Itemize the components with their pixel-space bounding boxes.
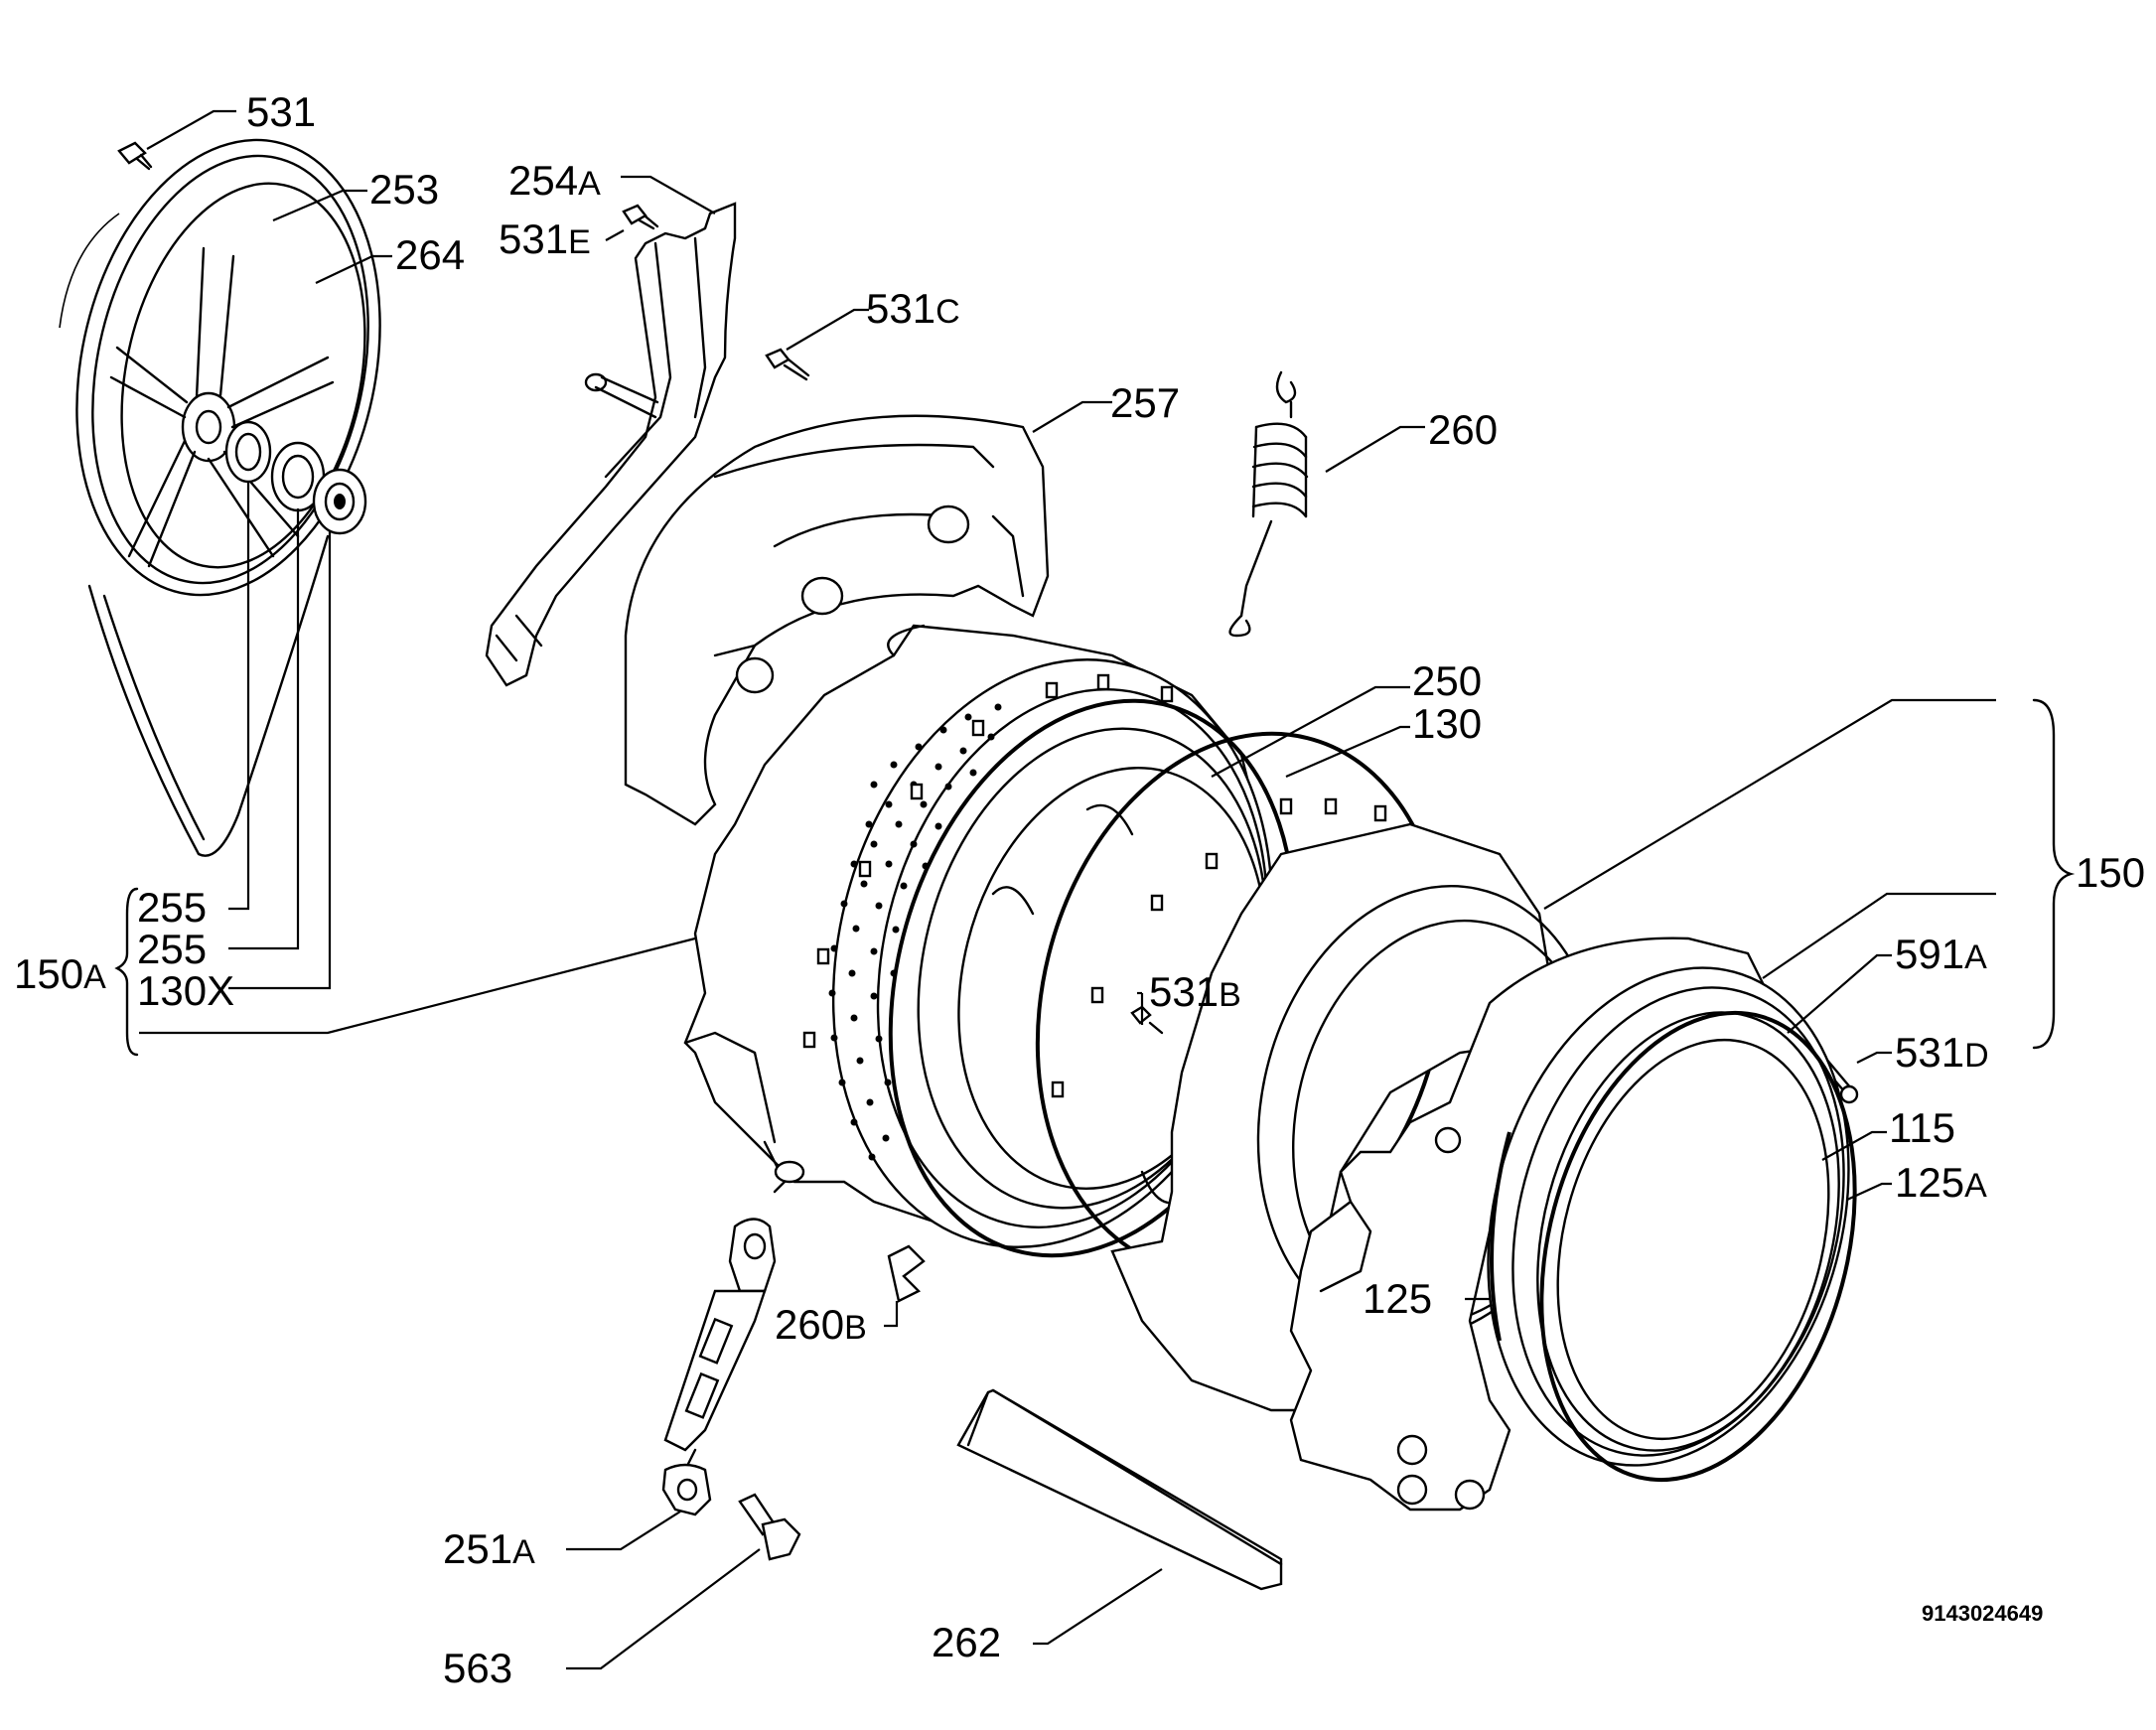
drum-spider-bracket <box>485 202 737 687</box>
label-150: 150 <box>2076 849 2145 896</box>
bolt-563 <box>738 1493 801 1561</box>
screw-531 <box>117 141 153 171</box>
label-130: 130 <box>1412 700 1482 747</box>
shock-absorber-251a <box>661 1218 777 1516</box>
label-531: 531 <box>246 88 316 135</box>
label-130x: 130X <box>137 967 234 1014</box>
drum-perforations <box>828 703 1002 1161</box>
label-250: 250 <box>1412 657 1482 704</box>
label-531b: 531B <box>1149 968 1241 1015</box>
label-255-a: 255 <box>137 884 207 931</box>
rim-bolts <box>802 673 1174 1049</box>
label-257: 257 <box>1110 379 1180 426</box>
label-254a: 254A <box>508 157 601 204</box>
label-260b: 260B <box>775 1301 867 1348</box>
label-531c: 531C <box>866 285 960 332</box>
label-531d: 531D <box>1895 1029 1989 1076</box>
label-150a: 150A <box>14 950 106 997</box>
label-563: 563 <box>443 1645 512 1691</box>
clamp-ring-125a <box>1539 1010 1857 1483</box>
label-262: 262 <box>932 1619 1001 1665</box>
screw-531c <box>765 348 810 381</box>
label-253: 253 <box>369 166 439 213</box>
screw-531e <box>622 204 659 230</box>
label-251a: 251A <box>443 1525 535 1572</box>
clip-260b <box>887 1244 926 1303</box>
tub-spring <box>1228 370 1309 638</box>
label-591a: 591A <box>1895 931 1987 977</box>
bar-262 <box>956 1388 1283 1591</box>
upper-counterweight <box>624 414 1050 826</box>
label-255-b: 255 <box>137 926 207 972</box>
label-115: 115 <box>1889 1104 1955 1151</box>
clamp-ring-125 <box>1490 1131 1511 1342</box>
document-code: 9143024649 <box>1922 1601 2043 1626</box>
label-125a: 125A <box>1895 1159 1987 1206</box>
label-531e: 531E <box>499 216 591 262</box>
label-125: 125 <box>1363 1275 1432 1322</box>
label-260: 260 <box>1428 406 1498 453</box>
drum-pulley <box>59 138 381 857</box>
label-264: 264 <box>395 231 465 278</box>
